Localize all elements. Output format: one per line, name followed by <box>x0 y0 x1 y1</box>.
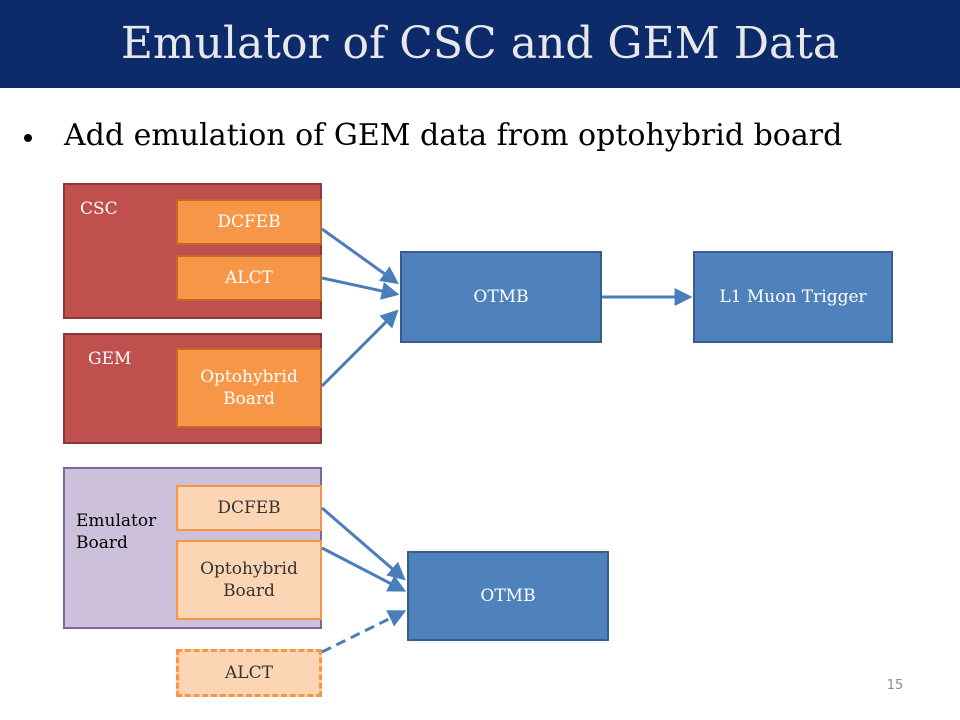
otmb-bottom-box: OTMB <box>407 551 609 641</box>
page-number: 15 <box>886 678 904 693</box>
arrow-emu-opto-to-otmb <box>321 546 407 592</box>
arrow-csc-alct-to-otmb <box>321 276 400 300</box>
emulator-dcfeb-box: DCFEB <box>176 485 322 531</box>
otmb-top-box: OTMB <box>400 251 602 343</box>
arrow-alct-dashed-to-otmb <box>321 610 407 654</box>
alct-dashed-box: ALCT <box>176 649 322 697</box>
arrow-csc-dcfeb-to-otmb <box>321 227 399 285</box>
bullet-dot <box>24 134 32 142</box>
csc-dcfeb-box: DCFEB <box>176 199 322 245</box>
gem-optohybrid-box: Optohybrid Board <box>176 348 322 428</box>
l1-muon-trigger-box: L1 Muon Trigger <box>693 251 893 343</box>
emulator-group-label: Emulator Board <box>76 511 157 554</box>
title-bar <box>0 0 960 88</box>
arrow-gem-opto-to-otmb <box>320 309 399 388</box>
slide-title: Emulator of CSC and GEM Data <box>120 18 840 69</box>
bullet-text: Add emulation of GEM data from optohybri… <box>64 118 843 153</box>
csc-group-label: CSC <box>80 199 118 219</box>
arrow-emu-dcfeb-to-otmb <box>321 506 406 581</box>
csc-alct-box: ALCT <box>176 255 322 301</box>
gem-group-label: GEM <box>88 349 132 369</box>
emulator-optohybrid-box: Optohybrid Board <box>176 540 322 620</box>
